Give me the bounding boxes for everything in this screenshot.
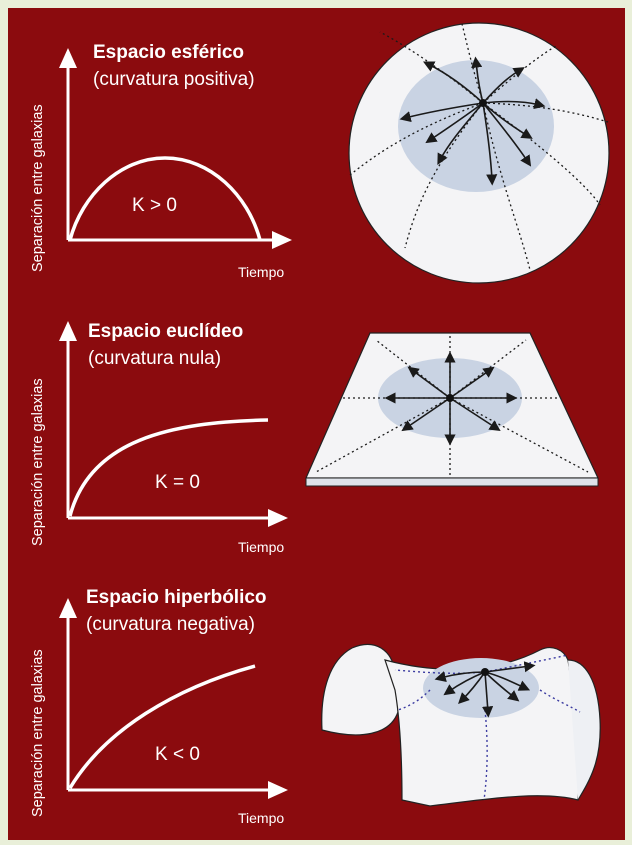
panel-title: Espacio euclídeo [88, 321, 243, 342]
y-axis-label: Separación entre galaxias [30, 649, 46, 817]
graph-axes [59, 48, 292, 249]
expansion-curve [68, 156, 262, 241]
y-axis-label: Separación entre galaxias [30, 378, 46, 546]
panel-hyperbolic: Espacio hiperbólico (curvatura negativa)… [30, 587, 601, 826]
panel-subtitle: (curvatura negativa) [86, 614, 255, 635]
graph-axes [59, 321, 288, 527]
x-axis-arrow-icon [268, 781, 288, 799]
saddle-icon [321, 643, 601, 807]
x-axis-arrow-icon [272, 231, 292, 249]
flat-plane-icon [305, 332, 599, 487]
curve-label: K = 0 [155, 472, 200, 493]
y-axis-label: Separación entre galaxias [30, 104, 46, 272]
sphere-icon [348, 22, 610, 284]
x-axis-label: Tiempo [238, 264, 284, 280]
y-axis-arrow-icon [59, 321, 77, 341]
curve-label: K > 0 [132, 195, 177, 216]
x-axis-arrow-icon [268, 509, 288, 527]
expansion-curve [68, 418, 269, 517]
panel-title: Espacio esférico [93, 42, 244, 63]
expansion-curve [68, 664, 256, 789]
panel-euclidean: Espacio euclídeo (curvatura nula) Separa… [30, 321, 599, 555]
panel-subtitle: (curvatura nula) [88, 348, 221, 369]
y-axis-arrow-icon [59, 598, 77, 618]
curve-label: K < 0 [155, 744, 200, 765]
x-axis-label: Tiempo [238, 810, 284, 826]
panel-subtitle: (curvatura positiva) [93, 69, 255, 90]
panel-title: Espacio hiperbólico [86, 587, 267, 608]
graph-axes [59, 598, 288, 799]
y-axis-arrow-icon [59, 48, 77, 68]
x-axis-label: Tiempo [238, 539, 284, 555]
panel-spherical: Espacio esférico (curvatura positiva) Se… [30, 22, 610, 284]
